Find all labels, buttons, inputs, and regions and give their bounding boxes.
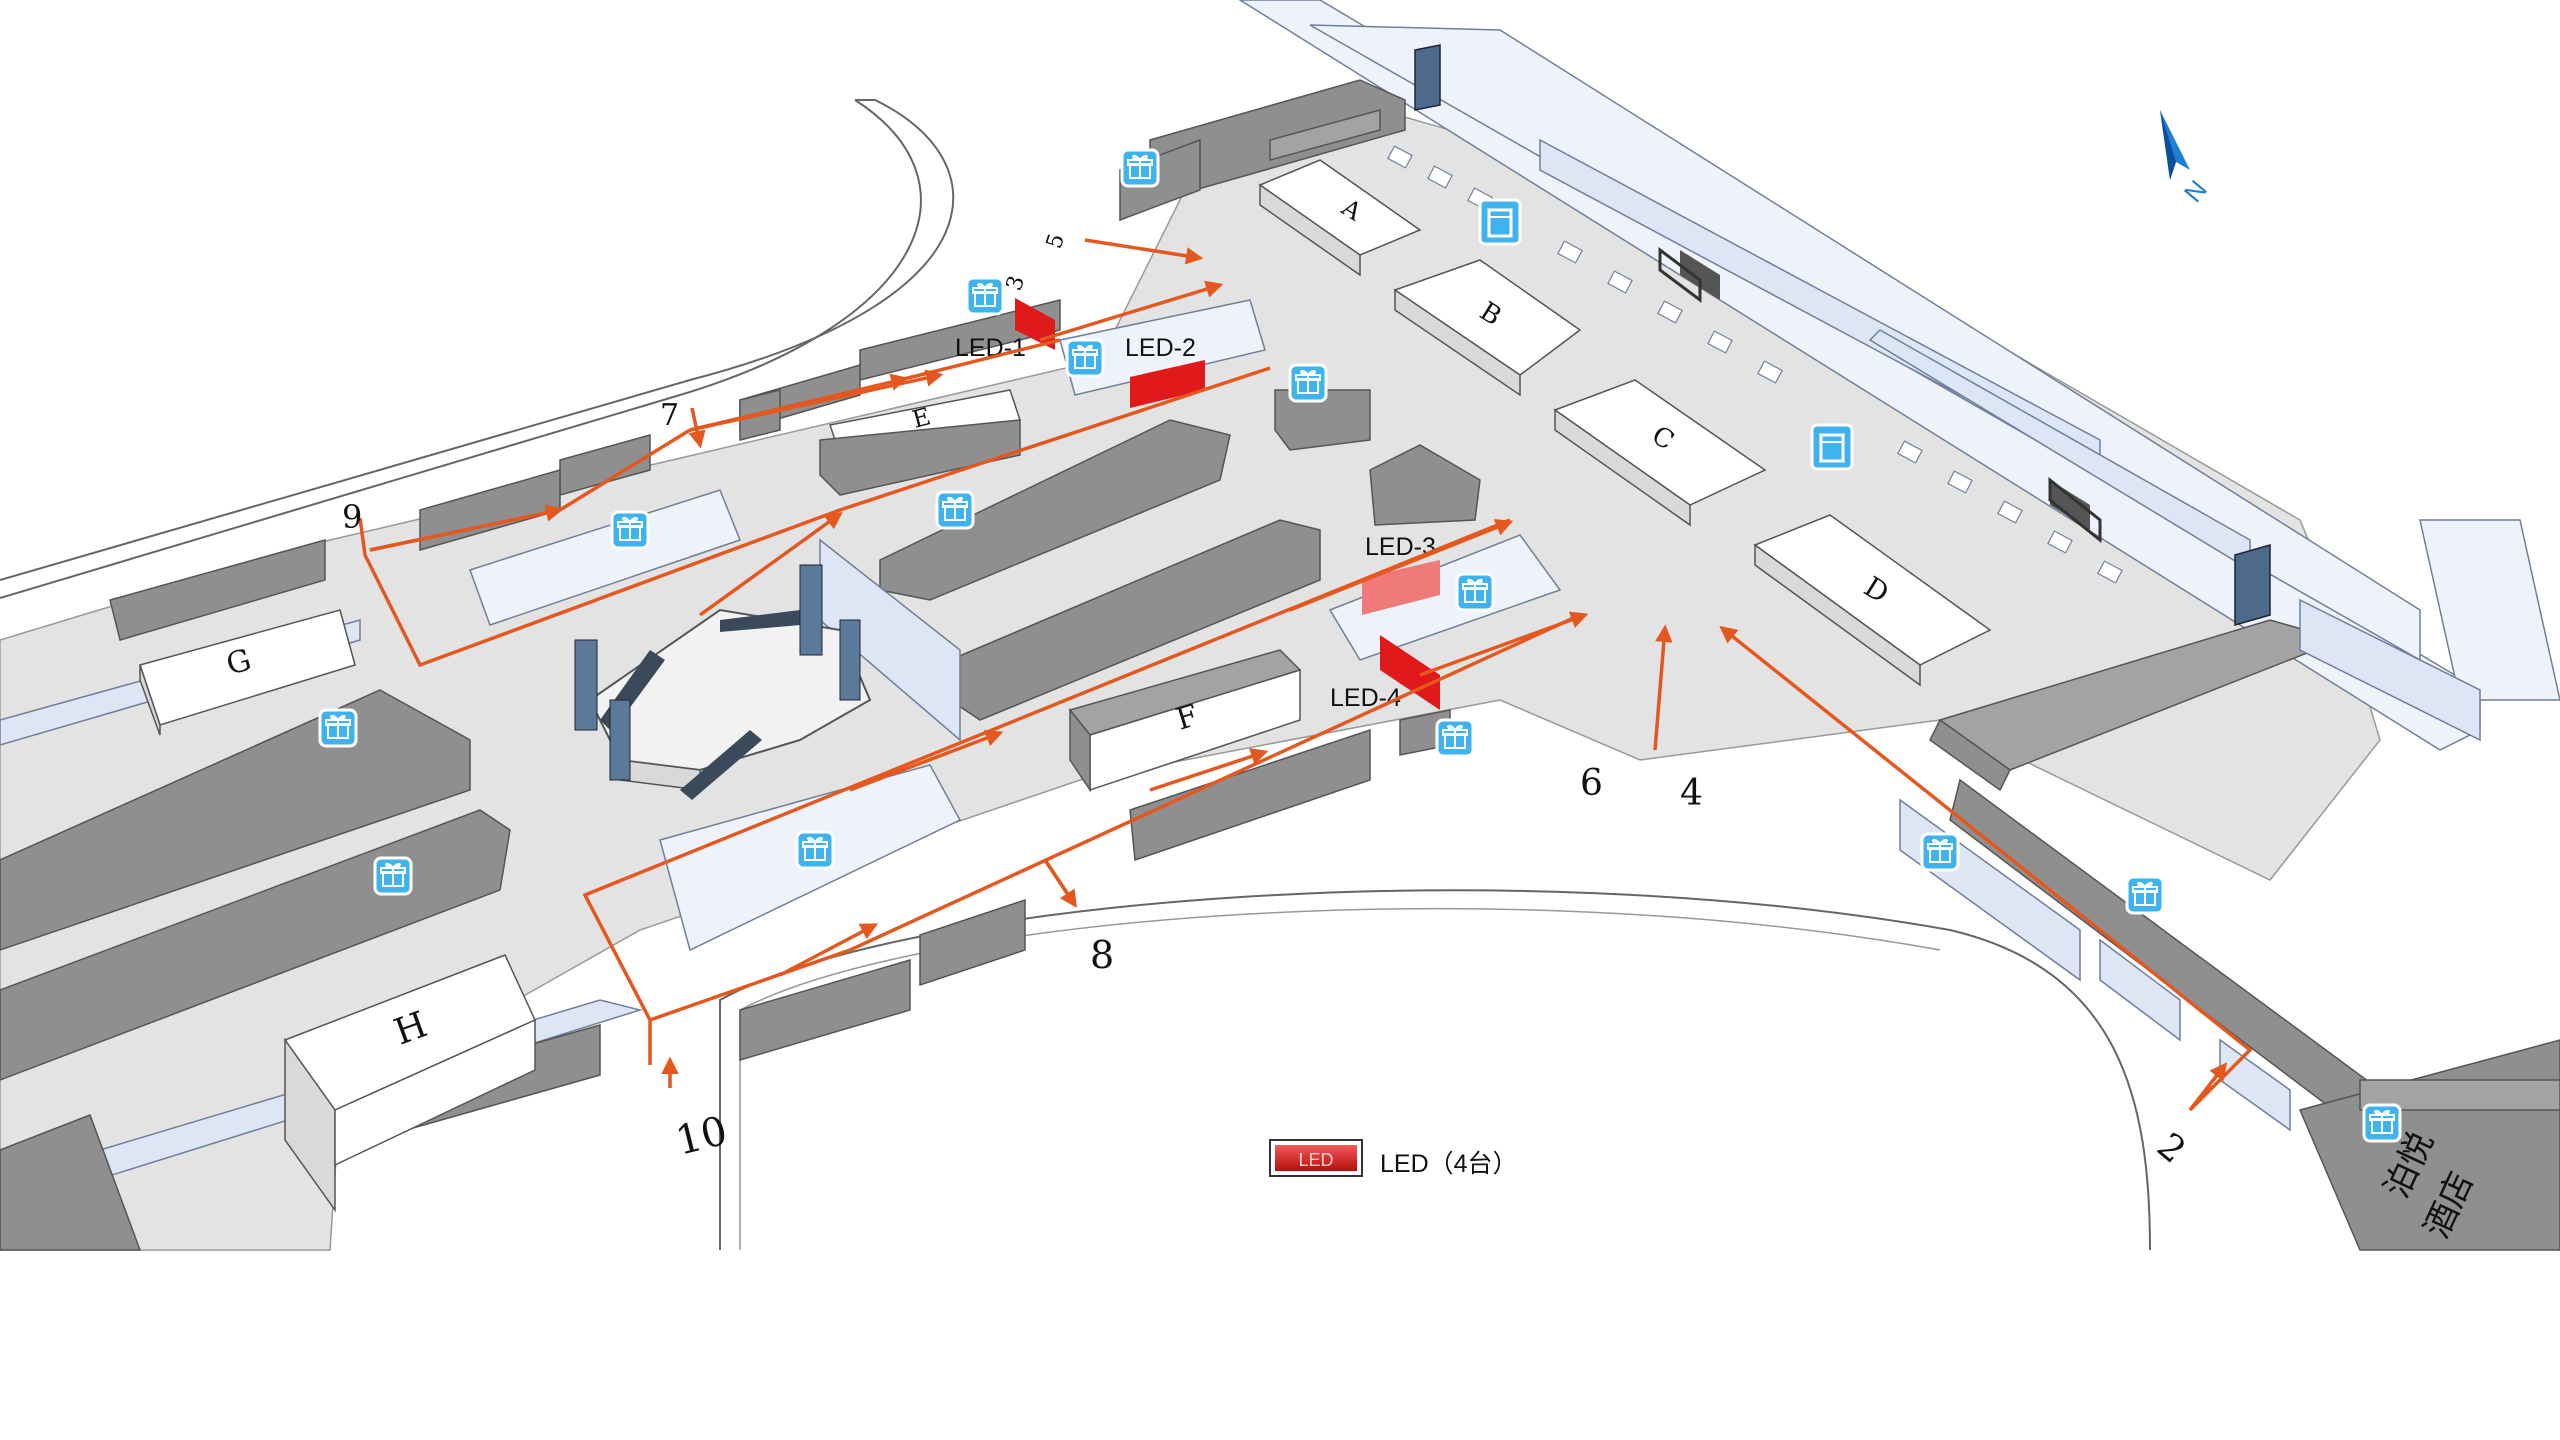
compass-label: N — [2178, 174, 2213, 208]
led-2-panel — [1130, 360, 1205, 408]
gift-icon — [1288, 363, 1328, 403]
entrance-2: 2 — [2149, 1125, 2193, 1171]
security-gate-icon — [1478, 198, 1522, 246]
visitor-routes — [358, 238, 2253, 1112]
gift-icon — [2362, 1103, 2402, 1143]
entrance-3: 3 — [1002, 273, 1030, 294]
gift-icon — [1455, 572, 1495, 612]
entrance-9: 9 — [342, 498, 362, 536]
entrance-5: 5 — [1042, 231, 1070, 252]
zone-E: E — [819, 389, 1021, 496]
led-2-label: LED-2 — [1125, 334, 1196, 362]
gift-icon — [318, 708, 358, 748]
zone-F: F — [1068, 649, 1302, 793]
legend-swatch — [1275, 1145, 1357, 1171]
entrance-labels: 2 3 4 5 6 7 8 9 10 — [342, 231, 2193, 1172]
legend-swatch-text: LED — [1298, 1150, 1333, 1170]
security-gate-icon — [1810, 423, 1854, 471]
led-4-label: LED-4 — [1330, 684, 1401, 712]
entrance-7: 7 — [660, 398, 679, 433]
store-row-north — [109, 299, 1061, 641]
zone-D: D — [1753, 514, 1992, 687]
zone-A: A — [1258, 159, 1422, 277]
gift-icon — [373, 856, 413, 896]
compass-arrow-icon — [2160, 110, 2190, 180]
entrance-4: 4 — [1680, 773, 1703, 814]
legend: LED LED（4台） — [1269, 1139, 1518, 1178]
gift-icon — [965, 276, 1005, 316]
entrance-10: 10 — [671, 1108, 732, 1165]
gift-icon — [1120, 148, 1160, 188]
zone-C: C — [1553, 379, 1767, 527]
gift-icon — [1920, 832, 1960, 872]
central-blocks — [0, 389, 1481, 1081]
led-4-panel — [1380, 635, 1440, 710]
entrance-8: 8 — [1090, 933, 1114, 977]
glass-corridor-north — [1238, 0, 2481, 751]
gift-icon — [1435, 718, 1475, 758]
gift-icon — [935, 490, 975, 530]
entrance-6: 6 — [1580, 763, 1603, 804]
legend-label: LED（4台） — [1380, 1150, 1518, 1178]
zone-B: B — [1393, 259, 1582, 397]
atrium — [574, 564, 872, 800]
zone-G: G — [139, 609, 356, 736]
zone-H: H — [283, 954, 536, 1213]
gift-icon — [2125, 875, 2165, 915]
gift-icon — [610, 510, 650, 550]
gift-icon — [795, 830, 835, 870]
north-blocks — [1119, 44, 2271, 626]
gift-icon — [1065, 338, 1105, 378]
compass: N — [2160, 110, 2213, 208]
road-outlines — [0, 99, 2151, 1251]
